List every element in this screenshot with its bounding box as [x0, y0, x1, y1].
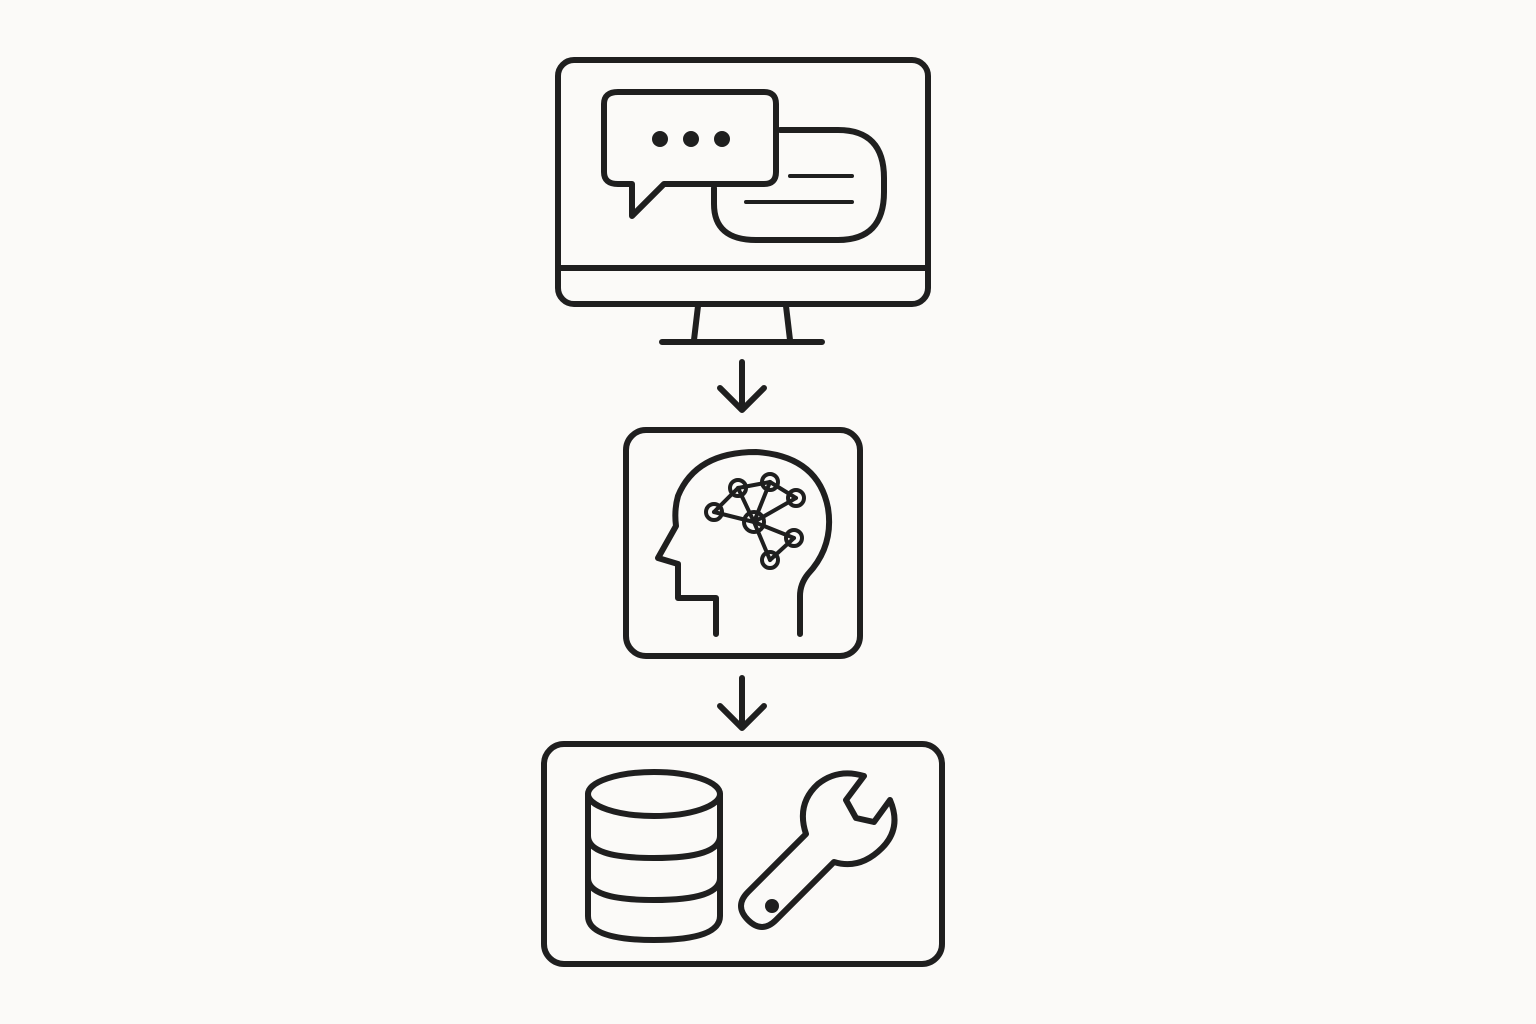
network-node	[728, 478, 748, 498]
monitor-chat-icon	[555, 57, 931, 345]
message-bubble-lines-icon	[711, 127, 887, 243]
monitor-stand	[659, 303, 825, 345]
network-node	[760, 550, 780, 570]
ellipsis-dot	[652, 131, 668, 147]
network-node	[742, 510, 766, 534]
network-node	[760, 472, 780, 492]
network-node	[704, 502, 724, 522]
ellipsis-dot	[714, 131, 730, 147]
ai-head-icon	[623, 427, 863, 659]
wrench-hole	[765, 899, 779, 913]
down-arrow-icon	[717, 359, 767, 413]
ai-node-frame	[623, 427, 863, 659]
database-tools-icon	[541, 741, 945, 967]
network-node	[786, 488, 806, 508]
ellipsis-dot	[683, 131, 699, 147]
wrench-icon	[738, 770, 898, 930]
network-node	[784, 528, 804, 548]
monitor-frame	[555, 57, 931, 307]
neural-network-icon	[704, 472, 806, 570]
tools-node-frame	[541, 741, 945, 967]
down-arrow-icon	[717, 675, 767, 731]
human-head-profile	[655, 449, 833, 637]
speech-bubble-ellipsis-icon	[601, 89, 779, 219]
database-icon	[585, 769, 723, 943]
